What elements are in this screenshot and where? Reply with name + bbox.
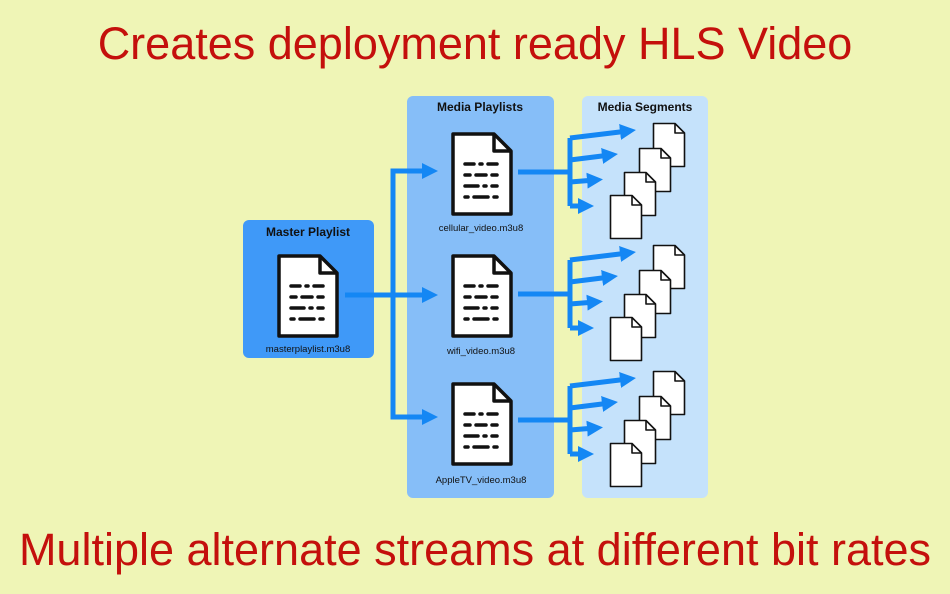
segment-document-icon [609, 316, 643, 362]
document-icon [277, 254, 339, 338]
media-playlist-file: cellular_video.m3u8 [439, 223, 524, 234]
media-playlist-file: AppleTV_video.m3u8 [436, 475, 527, 486]
document-icon [451, 254, 513, 338]
arrow-right-icon [345, 162, 439, 426]
arrow-right-icon [518, 372, 636, 463]
arrow-right-icon [518, 246, 636, 337]
media-segments-heading: Media Segments [598, 100, 693, 114]
segment-document-icon [609, 194, 643, 240]
document-icon [451, 382, 513, 466]
segment-document-icon [609, 442, 643, 488]
document-icon [451, 132, 513, 216]
arrow-right-icon [518, 124, 636, 215]
media-playlist-file: wifi_video.m3u8 [446, 346, 515, 357]
media-playlists-heading: Media Playlists [437, 100, 523, 114]
page-subtitle: Multiple alternate streams at different … [18, 524, 932, 575]
master-playlist-heading: Master Playlist [266, 225, 350, 239]
page-title: Creates deployment ready HLS Video [97, 18, 853, 69]
master-playlist-file: masterplaylist.m3u8 [266, 344, 350, 355]
